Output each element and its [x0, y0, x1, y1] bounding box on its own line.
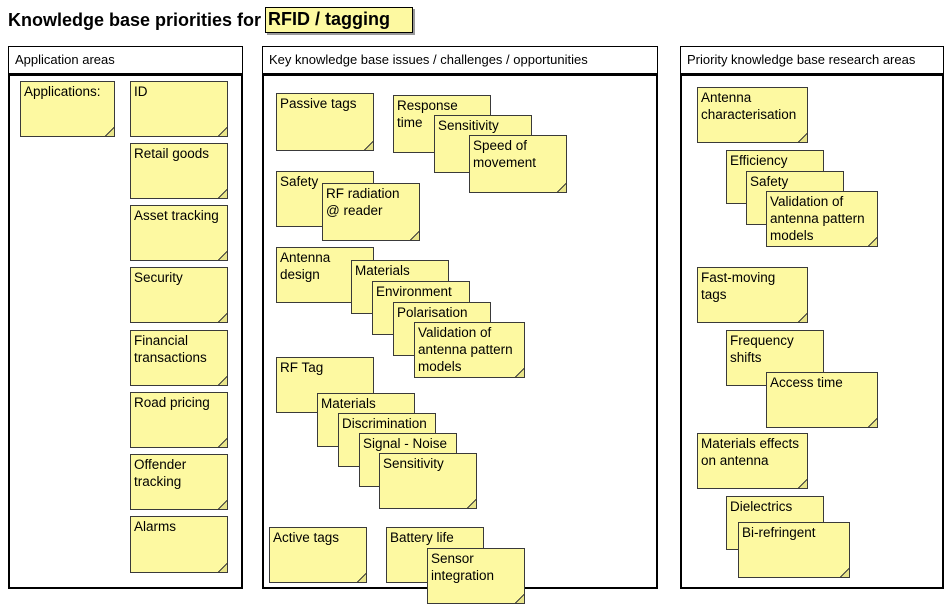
- note-antenna-characterisation: Antenna characterisation: [697, 87, 808, 143]
- note-id: ID: [130, 81, 228, 137]
- note-sensor-integration: Sensor integration: [427, 548, 525, 604]
- note-sensitivity-tag: Sensitivity: [379, 453, 477, 509]
- note-validation-issue: Validation of antenna pattern models: [414, 322, 525, 378]
- note-retail-goods: Retail goods: [130, 143, 228, 199]
- note-alarms: Alarms: [130, 516, 228, 573]
- note-speed-of-movement: Speed of movement: [469, 135, 567, 193]
- note-financial-transactions: Financial transactions: [130, 330, 228, 386]
- title-topic-note: RFID / tagging: [265, 7, 414, 33]
- title-text: Knowledge base priorities for: [8, 9, 262, 30]
- issues-heading: Key knowledge base issues / challenges /…: [262, 46, 658, 74]
- note-offender-tracking: Offender tracking: [130, 454, 228, 510]
- note-access-time: Access time: [766, 372, 878, 428]
- research-heading: Priority knowledge base research areas: [680, 46, 944, 74]
- note-materials-effects: Materials effects on antenna: [697, 433, 808, 489]
- note-bi-refringent: Bi-refringent: [738, 522, 850, 578]
- page-title: Knowledge base priorities for RFID / tag…: [8, 4, 414, 36]
- note-asset-tracking: Asset tracking: [130, 205, 228, 261]
- note-active-tags: Active tags: [269, 527, 367, 583]
- note-passive-tags: Passive tags: [276, 93, 374, 151]
- note-road-pricing: Road pricing: [130, 392, 228, 448]
- note-rf-radiation: RF radiation @ reader: [322, 183, 420, 241]
- note-validation-research: Validation of antenna pattern models: [766, 191, 878, 247]
- note-security: Security: [130, 267, 228, 323]
- application-areas-heading: Application areas: [8, 46, 243, 74]
- note-applications: Applications:: [20, 81, 115, 137]
- note-fast-moving-tags: Fast-moving tags: [697, 267, 808, 323]
